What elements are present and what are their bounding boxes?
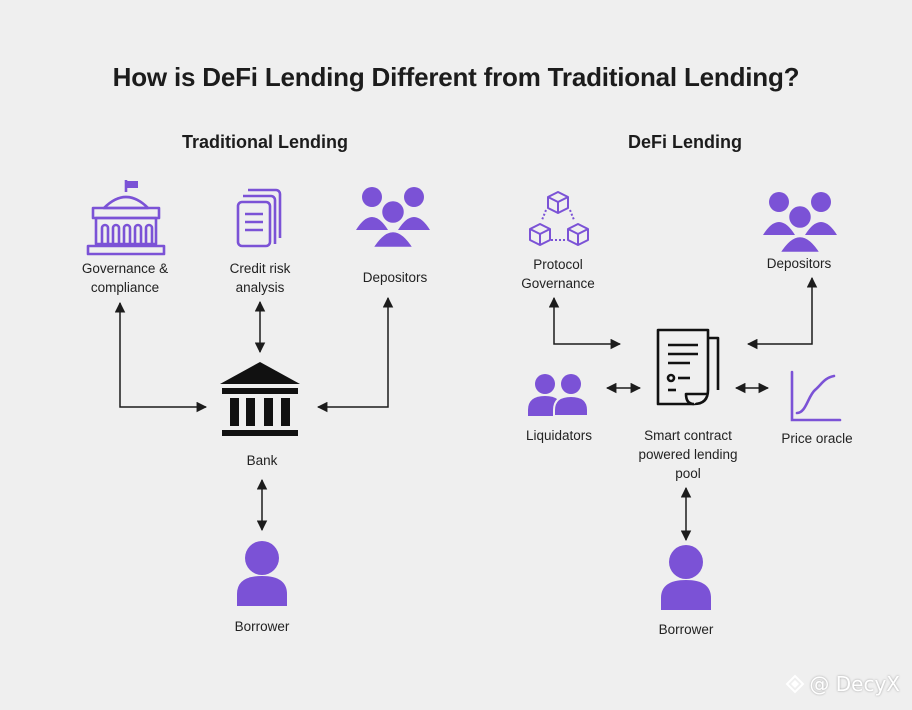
person-icon xyxy=(661,545,711,610)
capitol-icon xyxy=(86,180,166,256)
people-group-icon xyxy=(763,192,837,255)
watermark-text: @ DecyX xyxy=(809,672,900,696)
traditional-depositors-label: Depositors xyxy=(362,270,428,285)
bank-label: Bank xyxy=(246,453,278,468)
traditional-borrower-label: Borrower xyxy=(234,619,290,634)
defi-depositors-label: Depositors xyxy=(766,256,832,271)
traditional-heading: Traditional Lending xyxy=(182,132,348,152)
governance-label: Governance & compliance xyxy=(81,261,169,295)
defi-arrows xyxy=(548,276,818,542)
liquidators-label: Liquidators xyxy=(525,428,593,443)
diamond-logo-icon xyxy=(785,674,805,694)
chart-curve-icon xyxy=(790,370,842,422)
credit-risk-label: Credit risk analysis xyxy=(229,261,291,295)
document-stack-icon xyxy=(236,188,282,248)
person-icon xyxy=(237,541,287,606)
bank-icon xyxy=(220,362,300,436)
protocol-governance-label: Protocol Governance xyxy=(521,257,595,291)
defi-borrower-label: Borrower xyxy=(658,622,714,637)
people-pair-icon xyxy=(528,374,589,417)
price-oracle-label: Price oracle xyxy=(781,431,853,446)
lending-pool-label: Smart contract powered lending pool xyxy=(638,428,738,481)
contract-icon xyxy=(656,328,720,406)
people-group-icon xyxy=(356,187,430,250)
watermark: @ DecyX xyxy=(785,672,900,696)
traditional-arrows xyxy=(114,296,394,532)
page-title: How is DeFi Lending Different from Tradi… xyxy=(112,62,800,92)
cubes-icon xyxy=(529,191,589,246)
defi-heading: DeFi Lending xyxy=(628,132,742,152)
